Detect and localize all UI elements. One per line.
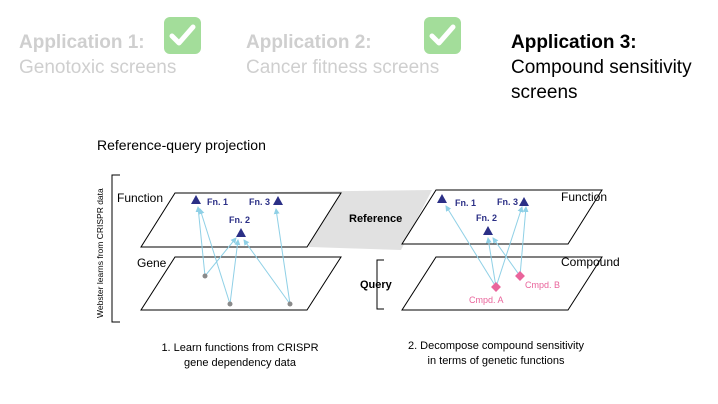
left-gene-label: Gene bbox=[137, 256, 167, 270]
right-fn1-triangle bbox=[437, 194, 447, 203]
application-1: Application 1: Genotoxic screens bbox=[19, 30, 176, 80]
gene-dot bbox=[202, 273, 208, 279]
left-fn1-triangle bbox=[191, 195, 201, 204]
right-function-plane bbox=[401, 189, 603, 245]
compound-a-label: Cmpd. A bbox=[469, 295, 504, 305]
application-3: Application 3: Compound sensitivity scre… bbox=[511, 30, 692, 105]
application-1-subtitle: Genotoxic screens bbox=[19, 57, 177, 78]
left-caption-line-2: gene dependency data bbox=[184, 357, 297, 369]
right-caption-line-1: 2. Decompose compound sensitivity bbox=[408, 340, 585, 352]
check-icon bbox=[424, 17, 461, 54]
application-3-subtitle-line-2: screens bbox=[511, 82, 578, 103]
application-3-subtitle-line-1: Compound sensitivity bbox=[511, 57, 692, 78]
query-label: Query bbox=[360, 279, 393, 291]
application-2-title: Application 2: bbox=[246, 32, 372, 53]
left-function-plane bbox=[140, 192, 342, 248]
compound-a-marker bbox=[491, 282, 501, 292]
right-fn3-label: Fn. 3 bbox=[497, 197, 518, 207]
right-fn2-label: Fn. 2 bbox=[476, 213, 497, 223]
query-bracket bbox=[376, 259, 384, 310]
compound-b-marker bbox=[515, 271, 525, 281]
right-compound-plane bbox=[401, 256, 603, 311]
left-gene-plane bbox=[140, 256, 342, 311]
application-1-title: Application 1: bbox=[19, 32, 145, 53]
right-function-label: Function bbox=[561, 190, 607, 204]
right-fn1-label: Fn. 1 bbox=[455, 198, 476, 208]
right-compound-arrows bbox=[445, 205, 529, 288]
right-caption-line-2: in terms of genetic functions bbox=[428, 355, 565, 367]
side-bracket bbox=[111, 174, 120, 323]
right-compound-label: Compound bbox=[561, 255, 620, 269]
diagram-heading: Reference-query projection bbox=[97, 137, 266, 153]
left-fn3-label: Fn. 3 bbox=[249, 197, 270, 207]
reference-label: Reference bbox=[349, 213, 402, 225]
gene-dot bbox=[287, 301, 293, 307]
application-2: Application 2: Cancer fitness screens bbox=[246, 30, 439, 80]
left-fn2-label: Fn. 2 bbox=[229, 215, 250, 225]
compound-b-label: Cmpd. B bbox=[525, 280, 560, 290]
left-fn1-label: Fn. 1 bbox=[207, 197, 228, 207]
right-fn3-triangle bbox=[519, 197, 529, 206]
check-icon bbox=[164, 17, 201, 54]
application-3-title: Application 3: bbox=[511, 32, 637, 53]
left-fn2-triangle bbox=[236, 228, 246, 237]
gene-dot bbox=[227, 301, 233, 307]
application-2-subtitle: Cancer fitness screens bbox=[246, 57, 440, 78]
side-label: Webster learns from CRISPR data bbox=[95, 188, 105, 318]
left-caption-line-1: 1. Learn functions from CRISPR bbox=[161, 342, 318, 354]
left-fn3-triangle bbox=[273, 196, 283, 205]
left-gene-arrows bbox=[195, 206, 291, 305]
left-function-label: Function bbox=[117, 191, 163, 205]
right-fn2-triangle bbox=[483, 226, 493, 235]
